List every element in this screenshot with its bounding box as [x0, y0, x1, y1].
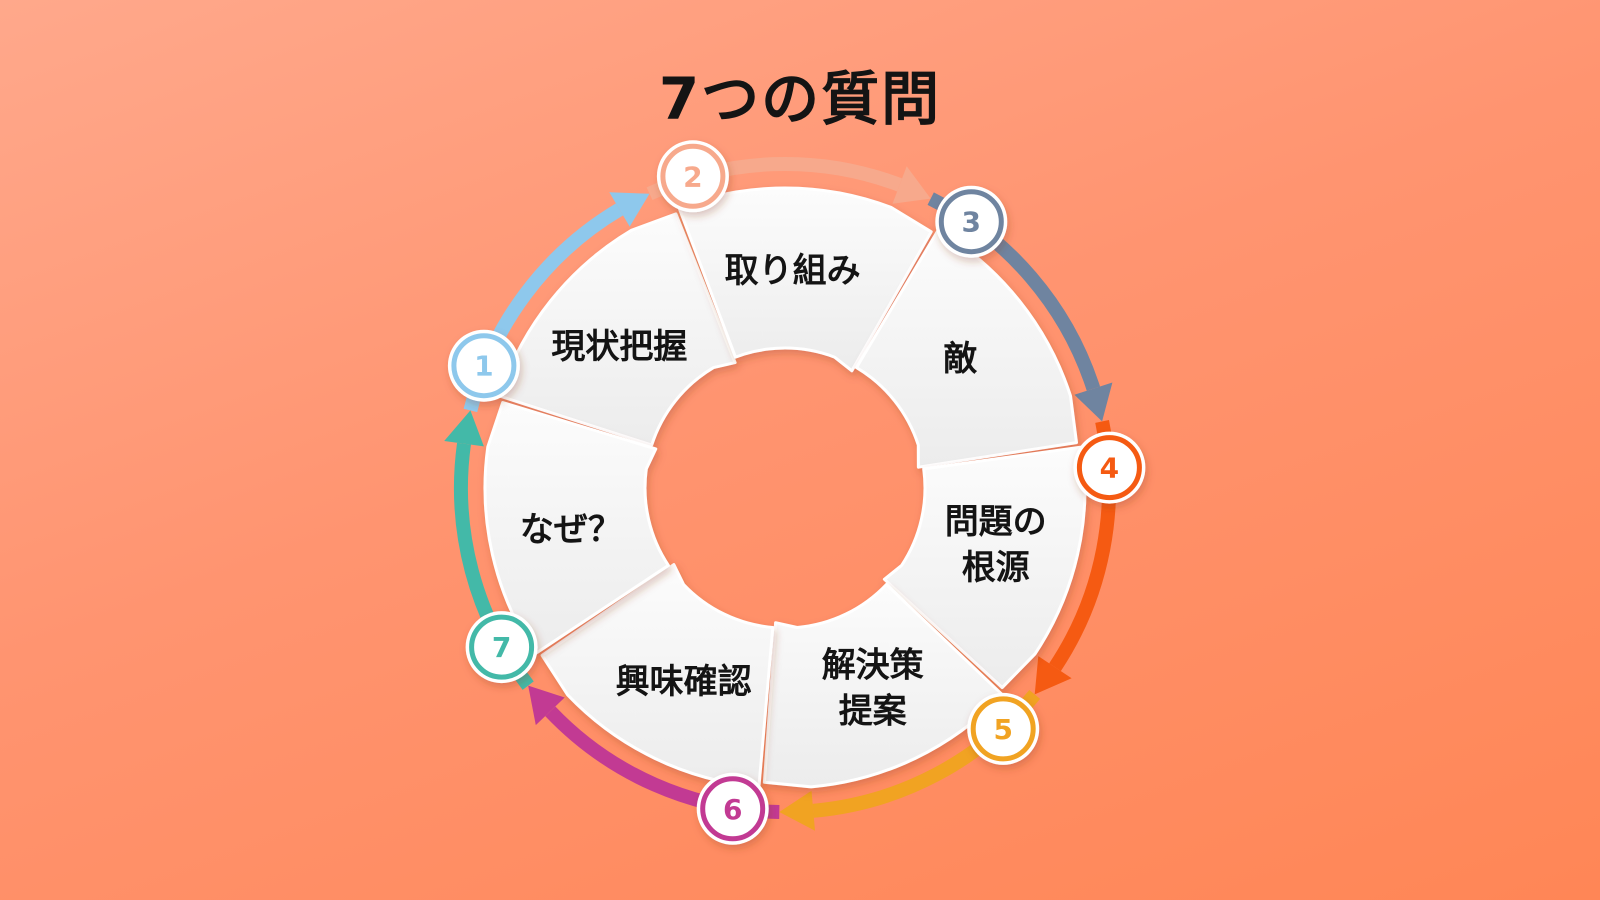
- segment-card-3: [855, 228, 1078, 469]
- segment-label-6: 興味確認: [616, 662, 752, 702]
- step-badges: 1 2 3 4 5 6 7: [447, 140, 1146, 845]
- ring-arrowhead-3: [1074, 382, 1113, 422]
- step-badge-7: 7: [465, 611, 538, 684]
- step-number-2: 2: [683, 160, 702, 193]
- ring-arrowhead-6: [528, 685, 565, 726]
- step-badge-4: 4: [1073, 431, 1146, 504]
- segment-card-7: [483, 401, 670, 656]
- step-badge-5: 5: [967, 692, 1040, 765]
- segment-card-5: [762, 583, 1004, 789]
- step-number-6: 6: [723, 793, 742, 826]
- step-badge-3: 3: [935, 185, 1008, 258]
- step-badge-1: 1: [447, 329, 520, 402]
- step-badge-2: 2: [656, 140, 729, 213]
- segment-label-2: 取り組み: [725, 251, 861, 291]
- step-number-4: 4: [1100, 452, 1119, 485]
- ring-arrowhead-1: [609, 192, 650, 227]
- step-number-3: 3: [962, 206, 981, 239]
- step-badge-6: 6: [696, 772, 769, 845]
- segment-card-2: [677, 186, 933, 373]
- step-number-7: 7: [492, 631, 511, 664]
- ring-arrowhead-7: [444, 410, 484, 447]
- segment-label-3: 敵: [943, 339, 978, 379]
- ring-arrowhead-4: [1034, 656, 1072, 695]
- ring-arrowhead-5: [779, 790, 815, 831]
- segment-label-1: 現状把握: [551, 327, 687, 367]
- segment-label-7: なぜ？: [520, 510, 622, 550]
- step-number-5: 5: [993, 713, 1012, 746]
- segment-label-5: 解決策提案: [822, 646, 924, 732]
- step-number-1: 1: [474, 350, 493, 383]
- diagram-title: 7つの質問: [658, 65, 942, 133]
- segment-card-4: [882, 445, 1087, 690]
- segment-card-6: [540, 563, 775, 789]
- segment-card-1: [498, 212, 737, 447]
- segment-label-4: 問題の根源: [945, 502, 1047, 588]
- ring-arrowhead-2: [892, 166, 931, 204]
